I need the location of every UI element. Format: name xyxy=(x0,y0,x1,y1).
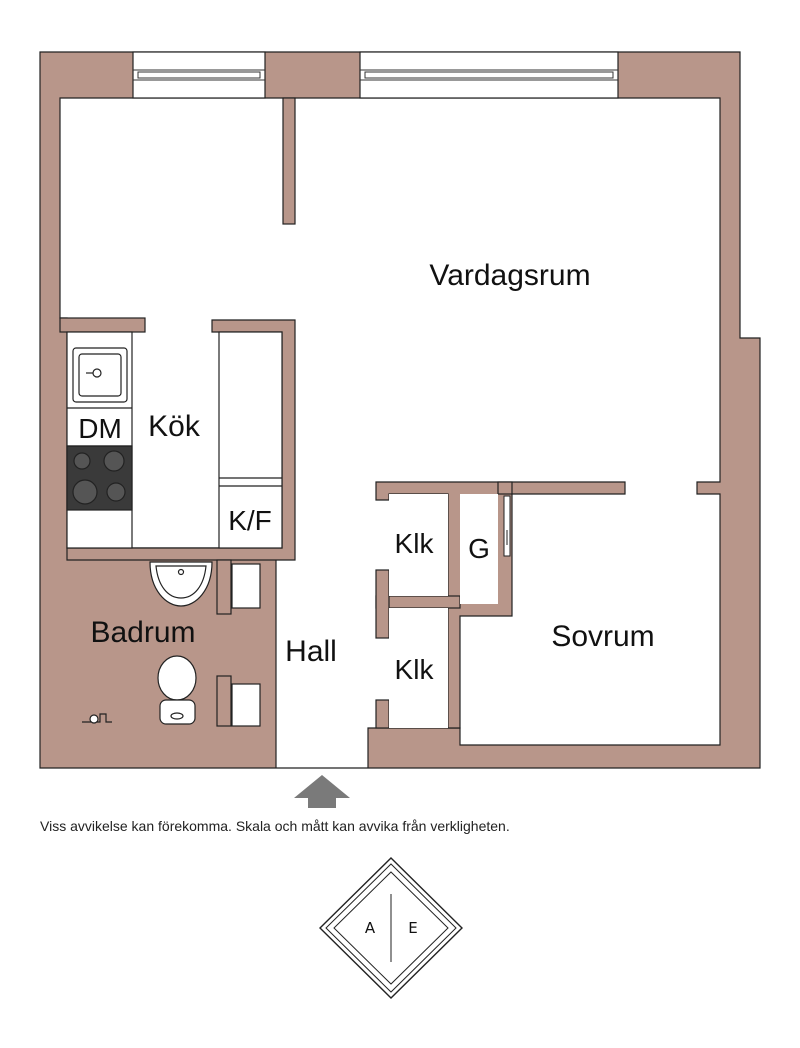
entrance-arrow-icon xyxy=(294,775,350,808)
toilet-tank xyxy=(157,655,197,701)
wall-living-stub xyxy=(282,97,296,225)
room-label-klk-lower: Klk xyxy=(395,654,435,685)
wall-bath-upper xyxy=(216,559,232,615)
closet-interiors xyxy=(389,494,498,728)
room-label-g: G xyxy=(468,533,490,564)
burner xyxy=(73,452,91,470)
toilet-bowl xyxy=(159,699,196,725)
compass-label-right: E xyxy=(408,919,417,937)
room-label-dm: DM xyxy=(78,413,122,444)
kitchen-right-counter xyxy=(218,331,283,549)
room-label-hall: Hall xyxy=(285,635,337,668)
bathroom-fixtures xyxy=(82,561,261,727)
burner xyxy=(103,450,125,472)
room-label-vardagsrum: Vardagsrum xyxy=(429,259,590,292)
burner xyxy=(106,482,126,502)
room-labels: Vardagsrum Kök DM K/F Klk G Badrum Hall … xyxy=(78,259,654,685)
window-details xyxy=(133,69,618,81)
compass-icon xyxy=(319,857,463,999)
kitchen-fixtures xyxy=(66,331,283,549)
wall-closet-stub-a xyxy=(375,569,390,639)
compass-label-left: A xyxy=(365,919,376,937)
burner xyxy=(72,479,98,505)
disclaimer-text: Viss avvikelse kan förekomma. Skala och … xyxy=(40,818,510,834)
wall-bath-lower xyxy=(216,675,232,727)
room-label-kok: Kök xyxy=(148,410,201,443)
wall-closet-stub-b xyxy=(375,699,390,729)
room-label-sovrum: Sovrum xyxy=(551,620,654,653)
drain xyxy=(92,368,102,378)
wall-kitchen-top-left xyxy=(59,317,146,333)
room-label-badrum: Badrum xyxy=(90,616,195,649)
room-label-kf: K/F xyxy=(228,505,272,536)
room-label-klk-upper: Klk xyxy=(395,528,435,559)
wardrobe-door xyxy=(503,495,511,557)
wall-g-top xyxy=(497,481,513,495)
